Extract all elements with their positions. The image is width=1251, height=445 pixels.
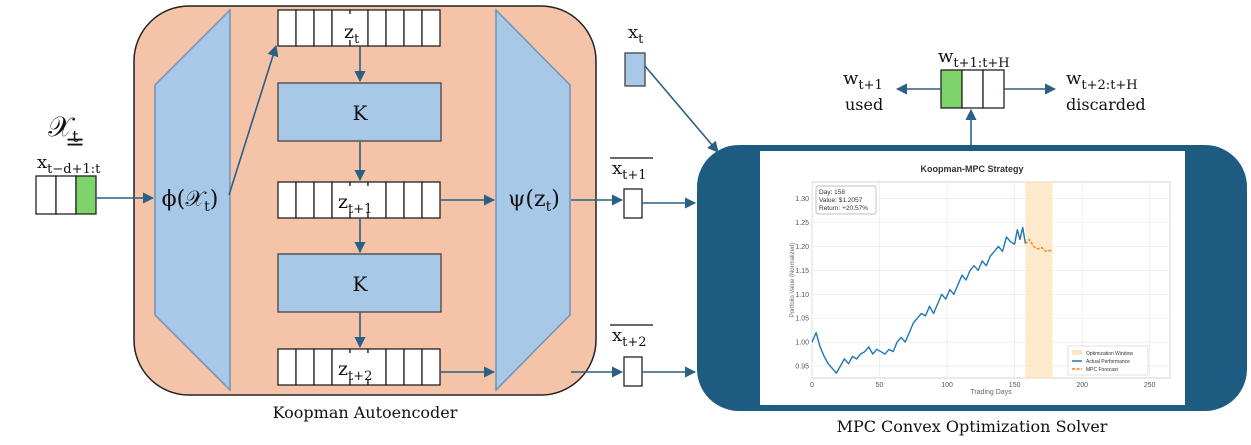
arrow-encoder-to-zt	[228, 44, 279, 196]
input-equals: =	[65, 128, 85, 156]
weights-discarded-caption: discarded	[1066, 95, 1146, 114]
svg-text:zt: zt	[344, 21, 360, 47]
legend-forecast-label: MPC Forecast	[1086, 367, 1119, 373]
decoder-label: ψ(zt)	[508, 187, 560, 215]
chart-annotation-line-1: Day: 158	[819, 189, 845, 196]
input-symbol: 𝒳t	[48, 110, 79, 146]
flow-arrows	[96, 44, 1057, 378]
chart-ytick-4: 1.15	[795, 268, 809, 275]
chart-xtick-4: 200	[1076, 382, 1088, 389]
svg-text:zt+1: zt+1	[338, 191, 372, 217]
solver-label: MPC Convex Optimization Solver	[837, 417, 1108, 436]
latent-vector-zt1: zt+1	[277, 181, 441, 219]
chart-series-actual	[811, 226, 1027, 374]
chart-legend: Optimization Window Actual Performance M…	[1067, 345, 1149, 376]
legend-window-swatch	[1072, 350, 1082, 355]
input-window-label: xt−d+1:t	[37, 152, 101, 177]
chart-ytick-2: 1.05	[795, 316, 809, 323]
chart-xtick-2: 100	[941, 382, 953, 389]
chart-xtick-3: 150	[1009, 382, 1021, 389]
pred2-box	[623, 356, 643, 387]
chart-ytick-7: 1.30	[795, 196, 809, 203]
chart-xlabel: Trading Days	[970, 389, 1012, 396]
pred1-box	[623, 188, 643, 219]
weights-vector	[940, 69, 1005, 109]
chart-xtick-5: 250	[1144, 382, 1156, 389]
weights-used-caption: used	[845, 95, 883, 114]
arrow-xt-to-solver	[644, 65, 719, 153]
chart-xtick-1: 50	[876, 382, 884, 389]
chart-annotation-line-2: Value: $1.2057	[819, 197, 863, 204]
encoder-label: ϕ(𝒳t)	[162, 187, 219, 215]
svg-text:zt+2: zt+2	[338, 358, 372, 384]
koopman-operator-label-2: K	[353, 272, 369, 296]
legend-actual-label: Actual Performance	[1086, 359, 1130, 365]
chart-ytick-3: 1.10	[795, 292, 809, 299]
koopman-operator-label-1: K	[353, 101, 369, 125]
chart-ytick-0: 0.95	[795, 364, 809, 371]
chart-title: Koopman-MPC Strategy	[920, 164, 1023, 174]
decoder-block	[495, 8, 571, 392]
weights-used-label: wt+1	[843, 68, 883, 93]
koopman-operator-block-2	[277, 253, 442, 313]
autoencoder-label: Koopman Autoencoder	[273, 403, 458, 422]
koopman-operator-block-1	[277, 82, 442, 142]
chart-annotation-line-3: Return: +20.57%	[819, 205, 868, 212]
input-window-vector	[35, 175, 97, 215]
weights-top-label: wt+1:t+H	[938, 46, 1010, 71]
chart-optimization-window	[1025, 182, 1053, 378]
latent-vector-zt2: zt+2	[277, 348, 441, 386]
legend-window-label: Optimization Window	[1086, 351, 1133, 357]
chart-ylabel: Portfolio Value (Normalized)	[790, 243, 796, 318]
chart-ytick-1: 1.00	[795, 340, 809, 347]
pred1-label: xt+1	[612, 158, 647, 183]
chart-ytick-5: 1.20	[795, 244, 809, 251]
latent-vector-zt: zt	[277, 9, 441, 47]
observation-xt-label: xt	[628, 22, 644, 47]
chart-series-forecast	[1024, 238, 1053, 253]
chart-ytick-6: 1.25	[795, 220, 809, 227]
pred2-label: xt+2	[612, 325, 647, 350]
mpc-chart: Koopman-MPC Strategy 0 50 100 150 200 250 0.95…	[790, 164, 1171, 396]
encoder-block	[154, 8, 231, 392]
chart-xtick-0: 0	[810, 382, 814, 389]
observation-xt-box	[624, 52, 646, 87]
chart-annotation-box: Day: 158 Value: $1.2057 Return: +20.57%	[815, 185, 877, 215]
weights-discarded-label: wt+2:t+H	[1066, 68, 1138, 93]
